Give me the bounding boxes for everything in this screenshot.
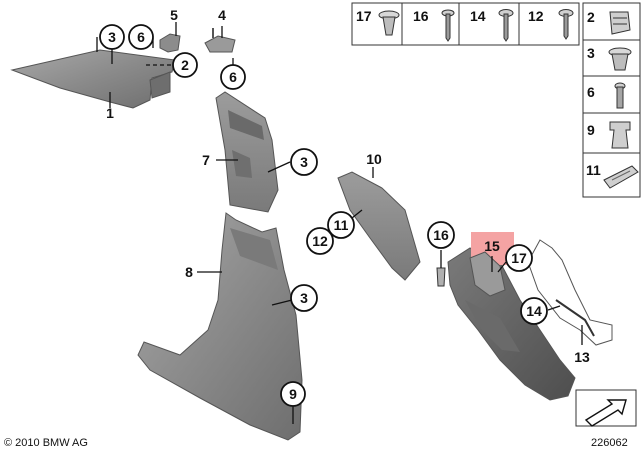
callout-ring [306,227,334,255]
callout-14: 14 [526,303,542,319]
callout-5: 5 [170,7,178,23]
callout-7: 7 [202,152,210,168]
callout-11: 11 [334,217,349,233]
clip-5-part [159,33,181,53]
leader-17 [497,261,507,273]
clip-3-icon [608,47,632,71]
fastener-legend-right: 2 3 6 9 11 [582,2,641,198]
callout-4: 4 [218,7,226,23]
callout-12: 12 [312,233,328,249]
fastener-legend-top: 17 16 14 12 [351,2,580,46]
clip-4-part [204,28,236,53]
leader-3b [267,161,291,173]
arrow-icon [584,399,627,427]
c-pillar-lower-trim-part [447,247,576,401]
legend-label-6: 6 [587,84,595,100]
clip-11-icon [603,165,639,189]
callout-13: 13 [574,349,590,365]
callout-9: 9 [289,386,297,402]
callout-17: 17 [511,250,527,266]
legend-label-2: 2 [587,9,595,25]
b-pillar-lower-trim-part [137,212,303,441]
callout-6-top-left: 6 [137,29,145,45]
callout-2: 2 [181,57,189,73]
callout-ring [128,24,154,50]
callout-16: 16 [433,227,449,243]
callout-3-mid: 3 [300,154,308,170]
legend-label-11: 11 [586,162,601,178]
callout-8: 8 [185,264,193,280]
legend-right-frame [582,2,641,198]
screw-16-icon [441,9,455,42]
b-pillar-upper-trim-part [215,91,279,213]
callout-ring [290,284,318,312]
callout-15: 15 [484,238,500,254]
screw-12-icon [558,9,574,40]
diagram-number: 226062 [591,437,628,449]
callout-3-lower: 3 [300,290,308,306]
clip-17-icon [378,10,400,36]
callouts: 3 6 2 6 3 3 9 11 12 16 17 14 5 4 1 7 8 1… [99,7,590,407]
legend-label-9: 9 [587,122,595,138]
callout-ring [505,244,533,272]
legend-label-14: 14 [470,8,486,24]
callout-10: 10 [366,151,382,167]
clip-9-icon [609,121,631,149]
legend-label-3: 3 [587,45,595,61]
callout-ring [99,24,125,50]
callout-ring [280,381,306,407]
callout-ring [520,297,548,325]
a-pillar-trim-part [10,49,176,109]
callout-ring [427,221,455,249]
legend-label-17: 17 [356,8,372,24]
clip-2-icon [609,11,631,35]
callout-ring [327,211,355,239]
callout-ring [220,64,246,90]
rivet-6-icon [614,82,626,109]
leader-3c [271,299,293,306]
callout-ring [172,52,198,78]
legend-label-16: 16 [413,8,429,24]
callout-3-top: 3 [108,29,116,45]
copyright-text: © 2010 BMW AG [4,437,88,449]
legend-label-12: 12 [528,8,544,24]
callout-1: 1 [106,105,114,121]
callout-ring [290,148,318,176]
leader-11 [351,209,363,219]
screw-16-part [436,267,446,287]
callout-6-top-right: 6 [229,69,237,85]
orientation-box [575,389,637,427]
leader-14 [547,305,561,311]
c-pillar-upper-trim-part [337,171,421,281]
screw-14-icon [498,9,514,42]
bracket-14-part [527,239,613,346]
